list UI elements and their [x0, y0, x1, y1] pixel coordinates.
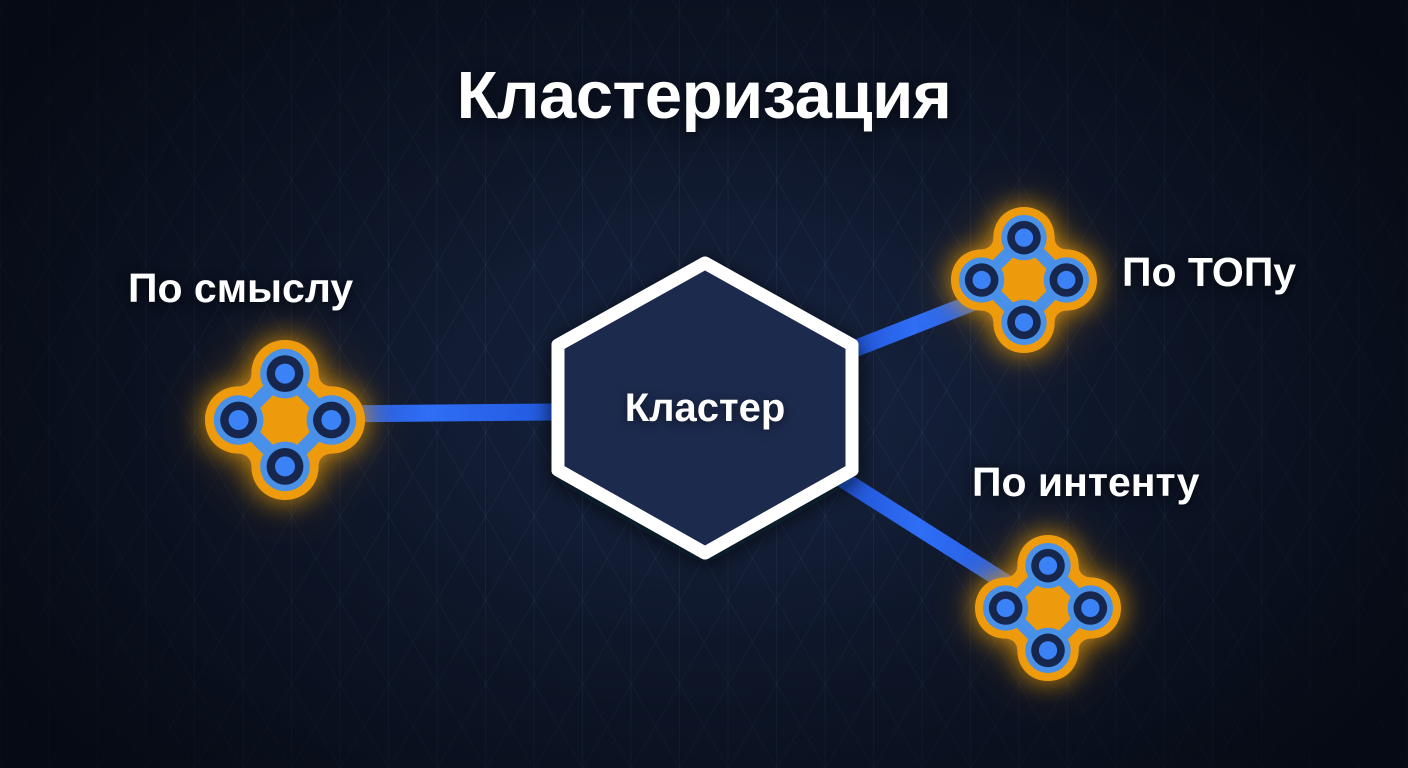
center-node-label: Кластер — [624, 386, 786, 430]
branch-label-intent: По интенту — [972, 459, 1200, 505]
branch-label-top: По ТОПу — [1122, 249, 1297, 295]
page-title: Кластеризация — [456, 58, 952, 133]
branch-node-intent[interactable] — [975, 535, 1121, 681]
connector-center-to-intent — [823, 462, 1035, 606]
branch-node-meaning[interactable] — [205, 340, 365, 500]
center-node-hexagon[interactable] — [551, 256, 859, 560]
branch-node-top[interactable] — [951, 207, 1097, 353]
branch-label-meaning: По смыслу — [128, 265, 354, 311]
